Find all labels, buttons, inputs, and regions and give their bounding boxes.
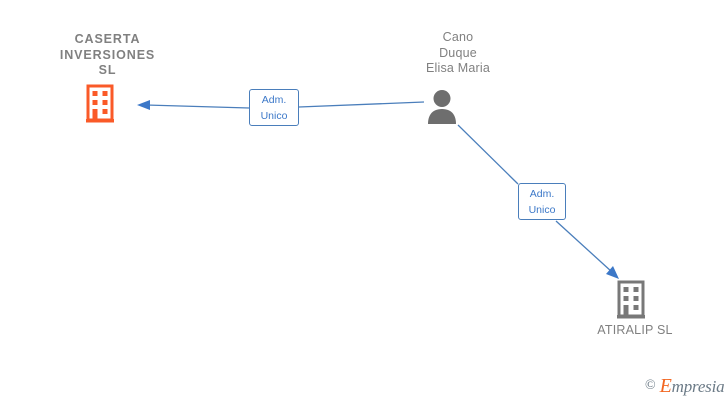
node-label-person: Cano Duque Elisa Maria [425,30,491,75]
edge-person-atiralip [457,124,619,279]
edge-label-adm-unico-atiralip[interactable]: Adm. Unico [518,183,566,220]
arrowhead-down-right [606,266,619,279]
copyright-icon: © [645,378,656,393]
person-icon[interactable] [428,90,456,124]
node-label-caserta: CASERTA INVERSIONES SL [59,32,156,77]
edge-label-adm-unico-caserta[interactable]: Adm. Unico [249,89,299,126]
arrowhead-left [137,100,150,110]
brand-rest: mpresia [671,376,725,396]
building-icon-caserta[interactable] [86,84,114,123]
building-icon-atiralip[interactable] [617,280,645,319]
brand-initial: E [659,374,672,397]
brand-name: Empresia [660,375,725,398]
node-label-atiralip: ATIRALIP SL [597,323,673,337]
edge-person-caserta [137,100,425,110]
watermark-empresia: © Empresia [645,375,725,398]
